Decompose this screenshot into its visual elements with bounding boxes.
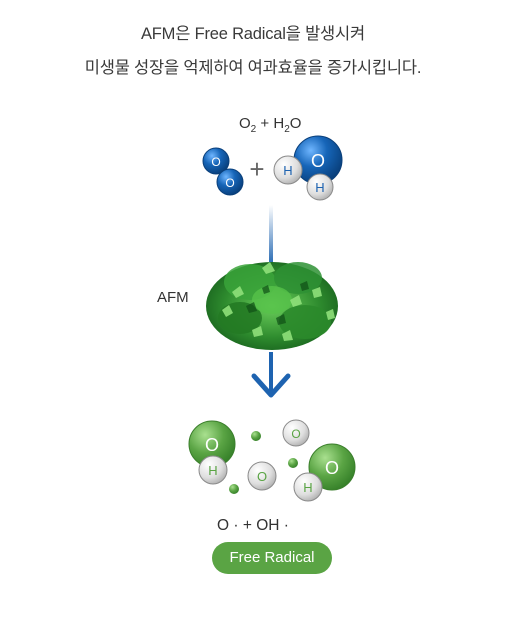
oxygen-grey-atom bbox=[282, 419, 310, 447]
radical-dot bbox=[251, 431, 261, 441]
afm-label: AFM bbox=[157, 289, 189, 306]
hydrogen-atom bbox=[306, 173, 334, 201]
flow-arrow-stem bbox=[269, 205, 273, 267]
h2o-subscript: 2 bbox=[284, 124, 290, 135]
radical-dot bbox=[288, 458, 298, 468]
oxygen-atom-label: O bbox=[325, 458, 339, 478]
description-line-1: AFM은 Free Radical을 발생시켜 bbox=[140, 25, 365, 43]
oxygen-atom-label: O bbox=[205, 435, 219, 455]
reactant-formula: O2 + H2O bbox=[239, 115, 301, 135]
h2o-molecule: O H H bbox=[273, 135, 343, 201]
h2o-h-symbol: H bbox=[273, 115, 285, 132]
hydrogen-atom bbox=[293, 472, 323, 502]
hydrogen-atom-label: H bbox=[315, 180, 324, 195]
hydrogen-atom bbox=[273, 155, 303, 185]
oxygen-atom-label: O bbox=[311, 151, 325, 171]
hydrogen-atom bbox=[198, 455, 228, 485]
radical-dot bbox=[229, 484, 239, 494]
hydrogen-atom-label: H bbox=[303, 480, 312, 495]
flow-arrow-down-icon bbox=[251, 352, 291, 398]
o2-symbol: O bbox=[239, 115, 251, 132]
afm-glass-media-image bbox=[206, 262, 338, 350]
o2-molecule: O O bbox=[202, 147, 244, 196]
reaction-plus-sign: + bbox=[249, 154, 264, 184]
oxygen-atom-label: O bbox=[291, 427, 300, 441]
free-radical-badge: Free Radical bbox=[212, 542, 332, 574]
hydrogen-atom-label: H bbox=[208, 463, 217, 478]
o2-subscript: 2 bbox=[250, 124, 257, 135]
oxygen-atom-label: O bbox=[225, 176, 234, 190]
oxygen-atom bbox=[216, 168, 244, 196]
oxygen-atom-label: O bbox=[257, 469, 267, 484]
oxygen-atom bbox=[202, 147, 230, 175]
h2o-o-symbol: O bbox=[289, 115, 302, 132]
oxygen-atom-label: O bbox=[211, 155, 220, 169]
oxygen-radical-atom bbox=[308, 443, 356, 491]
description-line-2: 미생물 성장을 억제하여 여과효율을 증가시킵니다. bbox=[84, 59, 422, 77]
reactant-plus: + bbox=[256, 115, 274, 132]
radical-products: O H O O O H bbox=[188, 419, 356, 502]
product-formula: O · + OH · bbox=[217, 517, 289, 534]
hydrogen-atom-label: H bbox=[283, 163, 292, 178]
oxygen-grey-atom bbox=[247, 461, 277, 491]
